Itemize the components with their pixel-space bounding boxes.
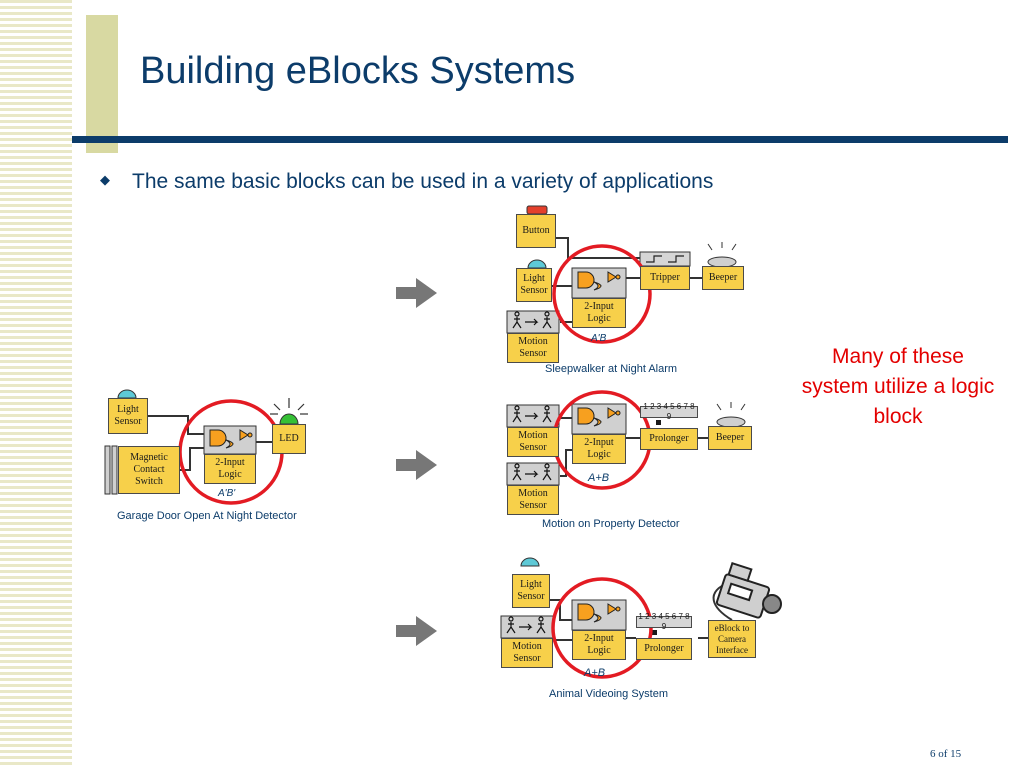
light-sensor-block: Light Sensor <box>108 398 148 434</box>
logic-expression: A'B <box>591 333 607 344</box>
motion-sensor-block: Motion Sensor <box>507 485 559 515</box>
arrow-icon <box>396 450 437 480</box>
prolonger-scale: 1 2 3 4 5 6 7 8 9 <box>636 612 692 631</box>
motion-sensor-block: Motion Sensor <box>501 638 553 668</box>
logic-block: 2-Input Logic <box>204 454 256 484</box>
diamond-bullet-icon: ◆ <box>100 172 110 187</box>
title-accent-bar <box>86 15 118 153</box>
diagram-caption: Animal Videoing System <box>549 688 669 700</box>
prolonger-block: Prolonger <box>636 638 692 660</box>
light-sensor-block: Light Sensor <box>516 268 552 302</box>
camera-interface-block: eBlock to Camera Interface <box>708 620 756 658</box>
tripper-block: Tripper <box>640 266 690 290</box>
bullet-item: ◆ The same basic blocks can be used in a … <box>100 170 713 194</box>
logic-block: 2-Input Logic <box>572 298 626 328</box>
slide-title: Building eBlocks Systems <box>140 50 576 92</box>
title-rule <box>72 136 1008 143</box>
left-stripe-decoration <box>0 0 72 768</box>
logic-expression: A+B <box>584 667 606 679</box>
logic-expression: A+B <box>588 472 610 484</box>
motion-sensor-block: Motion Sensor <box>507 333 559 363</box>
logic-block: 2-Input Logic <box>572 630 626 660</box>
led-block: LED <box>272 424 306 454</box>
diagram-caption: Motion on Property Detector <box>542 518 680 530</box>
button-block: Button <box>516 214 556 248</box>
side-note: Many of these system utilize a logic blo… <box>801 345 995 428</box>
diagram-caption: Garage Door Open At Night Detector <box>117 510 297 522</box>
bullet-text: The same basic blocks can be used in a v… <box>132 170 714 193</box>
logic-block: 2-Input Logic <box>572 434 626 464</box>
arrow-icon <box>396 616 437 646</box>
motion-sensor-block: Motion Sensor <box>507 427 559 457</box>
page-number: 6 of 15 <box>930 748 962 760</box>
arrow-icon <box>396 278 437 308</box>
beeper-block: Beeper <box>702 266 744 290</box>
diagram-caption: Sleepwalker at Night Alarm <box>545 363 678 375</box>
prolonger-scale: 1 2 3 4 5 6 7 8 9 <box>640 402 698 421</box>
magnetic-switch-block: Magnetic Contact Switch <box>118 446 180 494</box>
prolonger-block: Prolonger <box>640 428 698 450</box>
light-sensor-block: Light Sensor <box>512 574 550 608</box>
beeper-block: Beeper <box>708 426 752 450</box>
logic-expression: A'B' <box>218 488 236 499</box>
